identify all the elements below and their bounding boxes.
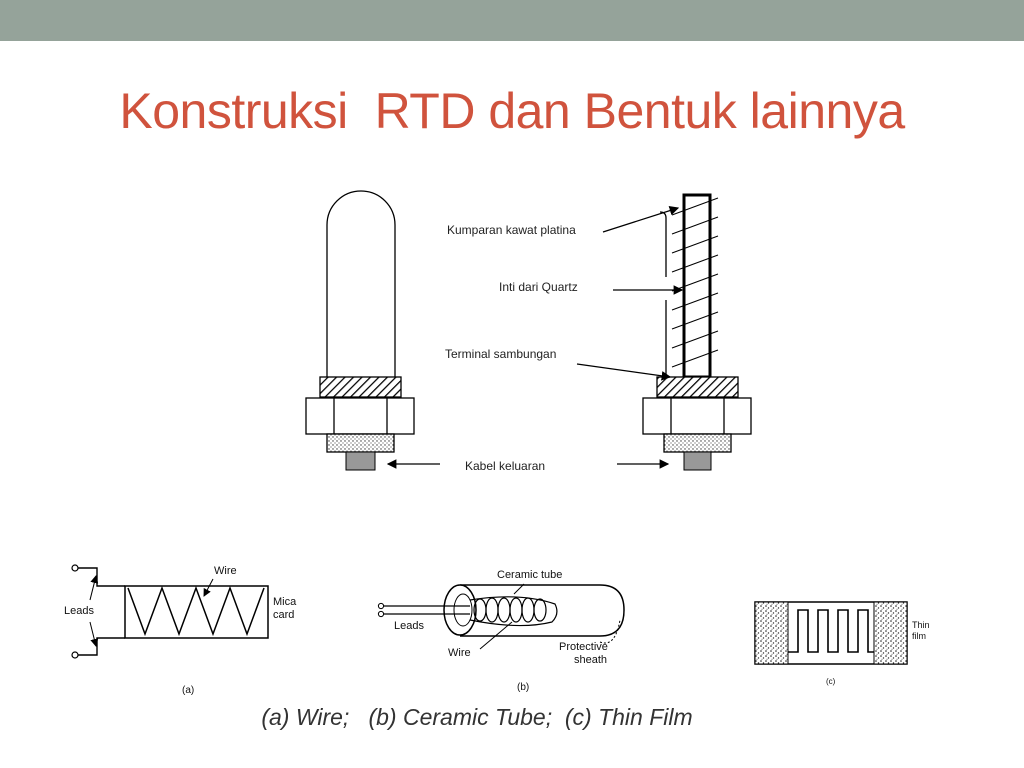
left-body — [305, 397, 415, 435]
film-pad-left — [754, 601, 789, 665]
label-leads-b: Leads — [394, 620, 424, 632]
slide-title: Konstruksi RTD dan Bentuk lainnya — [119, 83, 905, 139]
right-body — [642, 397, 752, 435]
glass-envelope — [326, 190, 396, 377]
label-platinum-coil: Kumparan kawat platina — [447, 223, 576, 237]
label-ceramic-tube: Ceramic tube — [497, 569, 563, 581]
figure-caption: (a) Wire; (b) Ceramic Tube; (c) Thin Fil… — [261, 704, 693, 730]
lead-terminal-bottom — [71, 651, 79, 659]
top-band — [0, 0, 1024, 41]
ceramic-tube-body — [460, 584, 625, 637]
rtd-left-assembly — [305, 190, 415, 471]
film-serpentine — [788, 609, 874, 653]
wire-zigzag — [127, 585, 265, 637]
lead-terminal-top — [71, 564, 79, 572]
mica-card — [124, 585, 269, 639]
left-cable-output — [345, 451, 376, 471]
rtd-right-assembly — [642, 193, 752, 471]
tag-a: (a) — [182, 685, 195, 696]
callout-arrows — [386, 205, 684, 469]
label-thin: Thin — [912, 620, 930, 630]
wire-type-figure — [71, 564, 269, 659]
film-pad-right — [873, 601, 908, 665]
tag-b: (b) — [517, 682, 530, 693]
label-leads-a: Leads — [64, 605, 94, 617]
quartz-core — [682, 193, 712, 379]
right-cable-output — [683, 451, 712, 471]
label-output-cable: Kabel keluaran — [465, 459, 546, 473]
label-wire-a: Wire — [214, 565, 237, 577]
label-card: card — [273, 609, 295, 621]
left-base-stippled — [326, 433, 395, 453]
ceramic-coil — [469, 596, 558, 627]
label-quartz-core: Inti dari Quartz — [499, 280, 578, 294]
right-seal-hatched — [656, 376, 739, 398]
label-terminal: Terminal sambungan — [445, 347, 557, 361]
thin-film-figure — [754, 601, 908, 665]
label-protective: Protective — [559, 641, 608, 653]
left-seal-hatched — [319, 376, 402, 398]
label-wire-b: Wire — [448, 647, 471, 659]
tag-c: (c) — [826, 677, 836, 686]
right-base-stippled — [663, 433, 732, 453]
label-mica: Mica — [273, 596, 297, 608]
label-film: film — [912, 631, 926, 641]
platinum-coil — [671, 197, 719, 368]
label-sheath: sheath — [574, 654, 608, 666]
ceramic-tube-figure — [377, 583, 625, 650]
